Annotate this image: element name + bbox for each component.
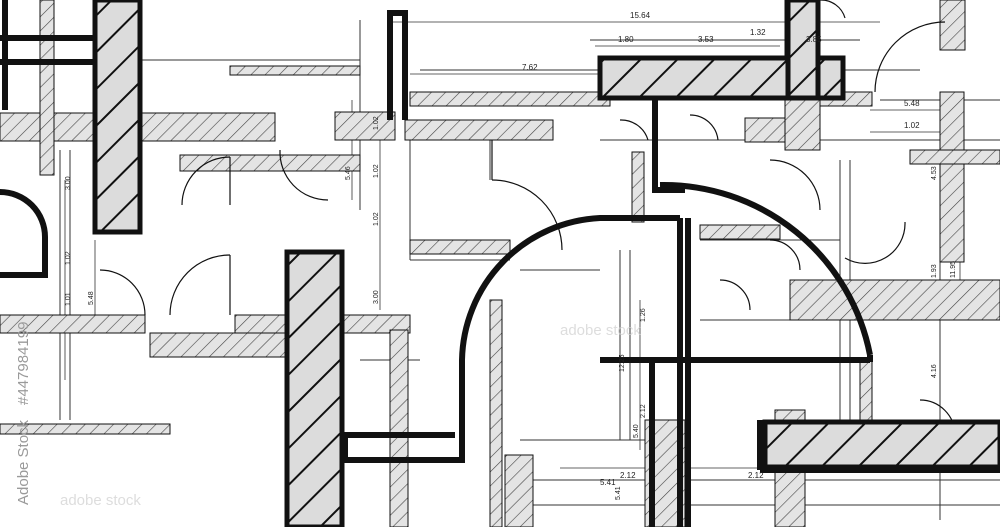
dim-label: 12.25 [619,354,626,372]
stock-id: #447984199 [15,322,32,405]
dim-label: 4.16 [931,364,938,378]
stock-credit: Adobe Stock #447984199 [15,322,32,505]
dim-label: 3.00 [373,290,380,304]
watermark: adobe stock adobe stock [60,322,641,509]
dim-label: 1.02 [373,116,380,130]
dim-label: 1.02 [65,251,72,265]
dim-label: 15.64 [630,11,651,20]
dim-label: 1.26 [640,308,647,322]
dim-label: 1.80 [618,35,634,44]
dim-label: 3.85 [806,35,822,44]
dim-label: 7.62 [522,63,538,72]
dim-label: 1.93 [931,264,938,278]
dim-label: 2.12 [640,404,647,418]
dim-label: 5.41 [600,478,616,487]
stock-label: Adobe Stock [15,419,32,505]
door-swings [99,0,956,436]
dim-label: 11.95 [950,261,957,278]
watermark-text: adobe stock [560,322,641,339]
dim-label: 3.53 [698,35,714,44]
dim-label: 2.12 [748,471,764,480]
dim-label: 5.46 [345,166,352,180]
dimension-labels: 15.64 1.80 3.53 1.32 3.85 7.62 5.48 1.02… [65,11,957,500]
dim-label: 3.00 [65,176,72,190]
dim-label: 5.48 [88,291,95,305]
bold-hatched-bars [92,0,1000,527]
dim-label: 5.48 [904,99,920,108]
dim-label: 1.02 [373,164,380,178]
watermark-text: adobe stock [60,492,141,509]
dim-label: 5.41 [615,486,622,500]
dim-label: 2.12 [620,471,636,480]
dim-label: 1.01 [65,292,72,306]
dim-label: 4.53 [931,166,938,180]
dim-label: 1.32 [750,28,766,37]
dim-label: 1.02 [373,212,380,226]
dim-label: 1.02 [904,121,920,130]
dim-label: 5.40 [633,424,640,438]
